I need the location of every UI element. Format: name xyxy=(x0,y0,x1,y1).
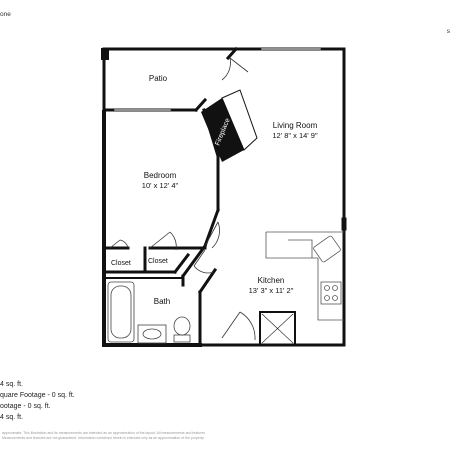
vanity xyxy=(137,324,167,344)
door-bath[interactable] xyxy=(193,249,215,274)
footage-line: quare Footage - 0 sq. ft. xyxy=(0,392,75,399)
room-label-living: Living Room 12' 8" x 14' 9" xyxy=(260,121,330,141)
room-name: Kitchen xyxy=(257,276,285,285)
wall-closet2-angle xyxy=(172,252,191,275)
door-entry[interactable] xyxy=(221,311,256,341)
room-label-kitchen: Kitchen 13' 3" x 11' 2" xyxy=(238,276,304,296)
post-top-left xyxy=(101,48,109,60)
room-label-patio: Patio xyxy=(138,74,178,84)
room-dims: 12' 8" x 14' 9" xyxy=(272,131,318,140)
bathtub xyxy=(107,281,135,343)
toilet-tank xyxy=(173,334,191,343)
corner-label-left: one xyxy=(0,11,11,18)
bathtub-inner xyxy=(110,285,132,339)
door-closet1[interactable] xyxy=(109,239,129,249)
wall-bath-right-angle xyxy=(197,267,218,295)
room-label-bath: Bath xyxy=(145,297,179,307)
corner-label-right: s xyxy=(446,28,450,35)
kitchen-peninsula xyxy=(288,239,313,258)
toilet xyxy=(173,316,191,336)
door-patio[interactable] xyxy=(221,57,249,81)
wall-bedroom-angle2 xyxy=(203,208,220,248)
burner xyxy=(332,295,338,301)
room-name: Bedroom xyxy=(143,171,177,180)
door-closet2[interactable] xyxy=(149,231,177,251)
door-bedroom[interactable] xyxy=(204,221,220,249)
burner xyxy=(324,295,330,301)
footage-line: ootage - 0 sq. ft. xyxy=(0,403,51,410)
sink xyxy=(313,235,341,263)
room-label-closet-2: Closet xyxy=(148,258,168,265)
room-dims: 10' x 12' 4" xyxy=(141,181,179,190)
footage-line: 4 sq. ft. xyxy=(0,381,23,388)
burner xyxy=(332,285,338,291)
room-dims: 13' 3" x 11' 2" xyxy=(248,286,294,295)
room-name: Patio xyxy=(148,74,168,83)
disclaimer-line-1: approximate. This illustration and its m… xyxy=(2,431,206,435)
vanity-sink xyxy=(142,328,162,340)
kitchen-counter xyxy=(265,231,344,321)
wall-patio-diag xyxy=(193,97,208,113)
wall-hall-angle xyxy=(180,243,208,279)
disclaimer-line-2: Measurements and features are not guaran… xyxy=(2,436,205,440)
footage-line: 4 sq. ft. xyxy=(0,414,23,421)
room-label-bedroom: Bedroom 10' x 12' 4" xyxy=(125,171,195,191)
fireplace: Fireplace xyxy=(201,89,258,162)
burner xyxy=(324,285,330,291)
room-name: Living Room xyxy=(272,121,318,130)
room-label-closet-1: Closet xyxy=(111,260,131,267)
wall-patio-diag2 xyxy=(225,46,239,61)
stove xyxy=(320,281,342,305)
pantry-x2 xyxy=(261,313,294,344)
room-name: Bath xyxy=(153,297,171,306)
square-footage-list: 4 sq. ft. quare Footage - 0 sq. ft. oota… xyxy=(0,379,75,423)
